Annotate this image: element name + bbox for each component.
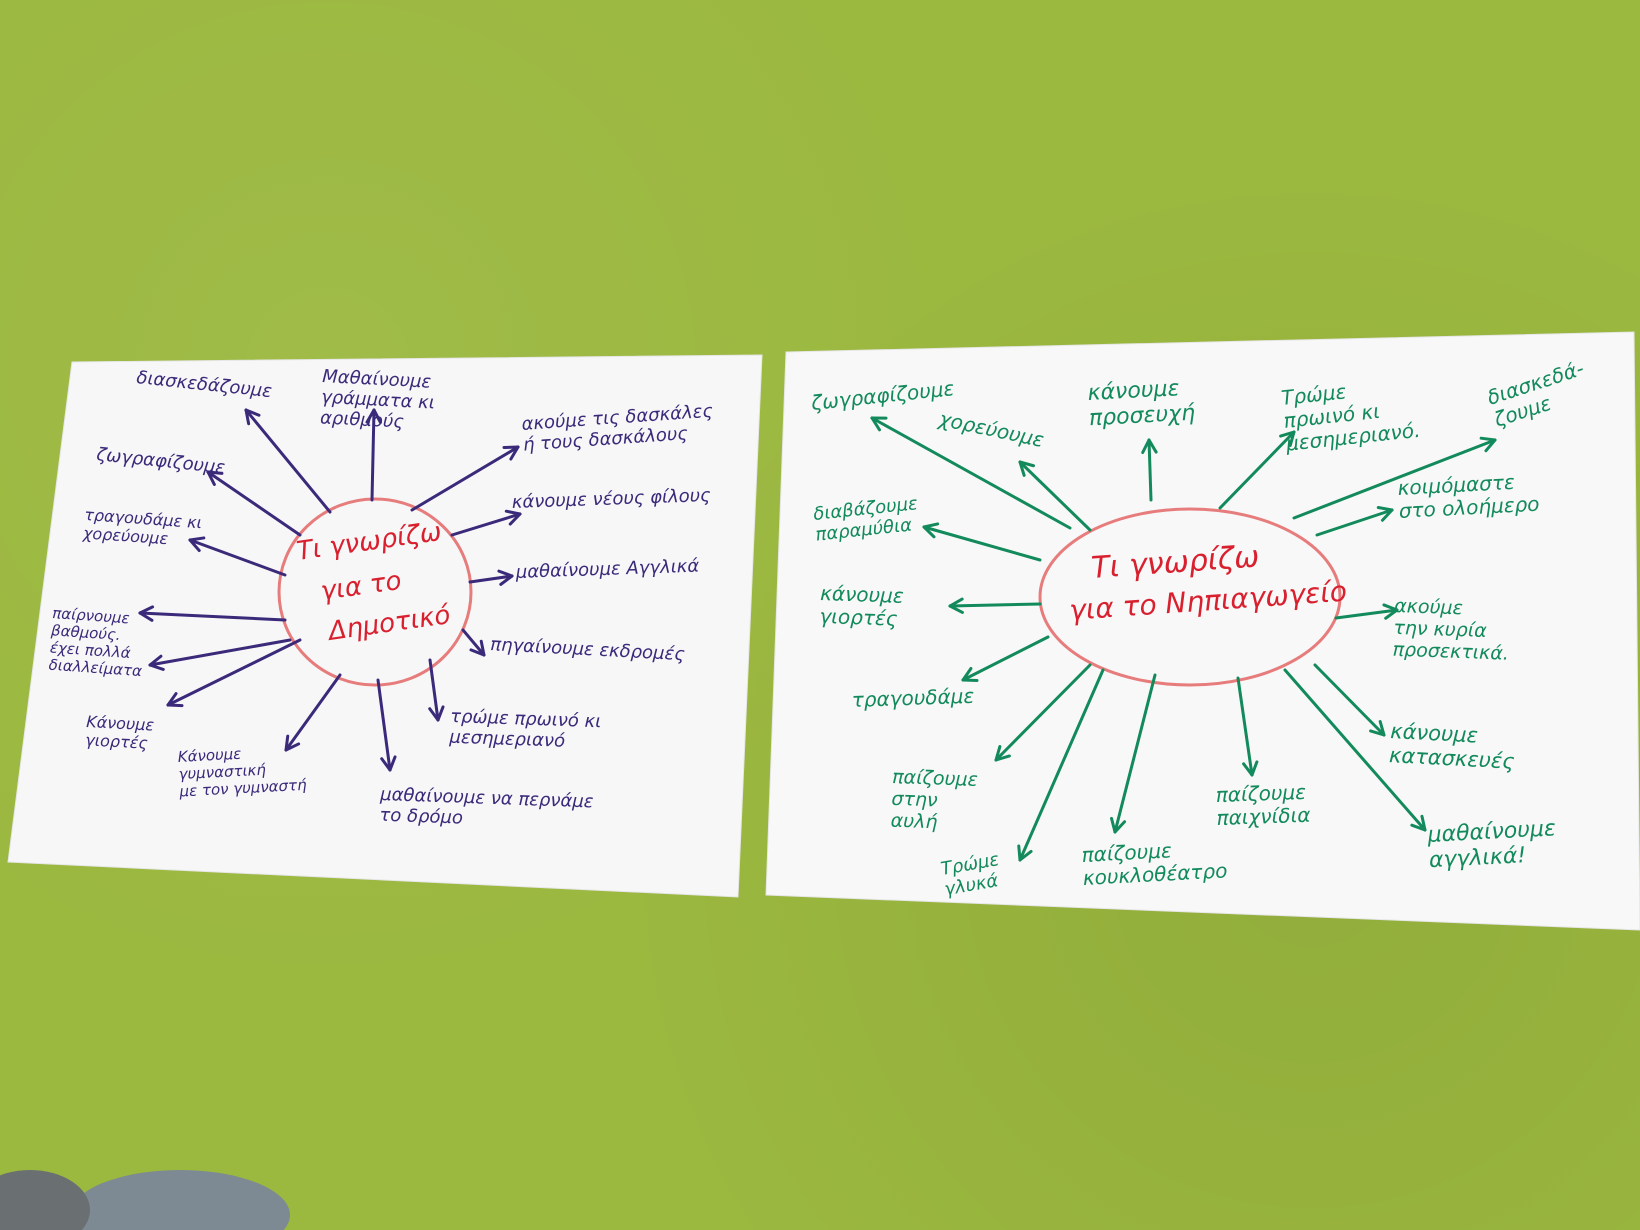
right-arrow-8 bbox=[1334, 603, 1399, 620]
right-item-12: μαθαίνουμεαγγλικά! bbox=[1426, 816, 1558, 873]
left-item-1: Μαθαίνουμεγράμματα κιαριθμούς bbox=[320, 366, 437, 434]
left-item-2: ακούμε τις δασκάλεςή τους δασκάλους bbox=[521, 401, 716, 456]
left-arrow-11 bbox=[166, 638, 302, 708]
left-item-5: τραγουδάμε κιχορεύουμε bbox=[81, 505, 202, 551]
left-arrow-13 bbox=[376, 678, 397, 772]
right-arrow-0 bbox=[870, 416, 1072, 530]
left-arrow-4 bbox=[450, 509, 522, 537]
right-item-2: κάνουμεπροσευχή bbox=[1087, 375, 1196, 431]
right-item-2-line: προσευχή bbox=[1088, 401, 1195, 432]
left-item-10-line: μεσημεριανό bbox=[448, 727, 565, 752]
right-arrow-2 bbox=[1141, 438, 1158, 502]
right-item-9: τραγουδάμε bbox=[851, 684, 974, 712]
left-item-12-line: το δρόμο bbox=[379, 805, 463, 829]
left-arrow-2 bbox=[410, 445, 520, 512]
left-item-9-line: γιορτές bbox=[85, 730, 148, 752]
right-item-9-line: τραγουδάμε bbox=[851, 684, 974, 712]
right-arrow-14 bbox=[1110, 673, 1157, 834]
right-arrow-15 bbox=[1236, 676, 1259, 777]
right-item-11: παίζουμεστηναυλή bbox=[890, 766, 978, 835]
right-item-8-line: την κυρία bbox=[1393, 617, 1488, 642]
left-arrows bbox=[138, 408, 522, 772]
left-arrow-8 bbox=[461, 628, 486, 657]
right-arrow-5 bbox=[922, 522, 1042, 562]
right-arrows bbox=[870, 416, 1497, 862]
right-arrow-3 bbox=[1218, 430, 1296, 510]
left-arrow-0 bbox=[244, 408, 332, 514]
right-item-14-line: παίζουμε bbox=[1081, 838, 1173, 867]
right-arrow-7 bbox=[948, 597, 1042, 614]
right-item-2-line: κάνουμε bbox=[1087, 376, 1180, 406]
right-item-12-line: αγγλικά! bbox=[1428, 843, 1526, 873]
left-item-7-line: έχει πολλά bbox=[49, 638, 131, 662]
right-arrow-9 bbox=[961, 635, 1050, 682]
left-arrow-7 bbox=[138, 605, 287, 622]
left-item-7: παίρνουμεβαθμούς.έχει πολλάδιαλλείματα bbox=[47, 604, 146, 680]
right-item-7-line: κάνουμε bbox=[820, 581, 904, 608]
left-arrow-1 bbox=[365, 408, 382, 502]
right-arrow-11 bbox=[994, 663, 1092, 762]
right-item-11-line: στην bbox=[891, 788, 938, 812]
right-arrow-10 bbox=[1313, 663, 1386, 737]
shoe-shadow bbox=[0, 1170, 90, 1230]
right-item-15-line: παιχνίδια bbox=[1216, 803, 1311, 830]
right-item-8-line: προσεκτικά. bbox=[1392, 639, 1509, 665]
left-arrow-3 bbox=[206, 470, 302, 537]
right-item-11-line: αυλή bbox=[890, 810, 938, 834]
shoe bbox=[70, 1170, 290, 1230]
left-paper bbox=[7, 354, 763, 898]
left-item-10: τρώμε πρωινό κιμεσημεριανό bbox=[448, 706, 602, 753]
left-center-oval bbox=[277, 497, 473, 687]
left-item-1-line: αριθμούς bbox=[320, 407, 405, 432]
right-item-3: Τρώμεπρωινό κιμεσημεριανό. bbox=[1279, 372, 1421, 456]
right-item-15-line: παίζουμε bbox=[1215, 780, 1306, 807]
right-center-oval bbox=[1038, 507, 1342, 687]
right-item-10: κάνουμεκατασκευές bbox=[1388, 719, 1516, 774]
left-arrow-9 bbox=[148, 638, 292, 671]
left-item-11-line: Κάνουμε bbox=[177, 745, 241, 766]
right-item-8-line: ακούμε bbox=[1394, 595, 1463, 619]
left-arrow-5 bbox=[188, 536, 287, 577]
left-arrow-12 bbox=[284, 673, 342, 752]
right-arrow-6 bbox=[1315, 506, 1394, 537]
right-item-10-line: κάνουμε bbox=[1390, 719, 1479, 748]
left-arrow-10 bbox=[428, 658, 445, 722]
left-item-7-line: παίρνουμε bbox=[52, 604, 130, 627]
right-arrow-12 bbox=[1283, 668, 1427, 832]
right-item-11-line: παίζουμε bbox=[892, 766, 978, 791]
right-item-15: παίζουμεπαιχνίδια bbox=[1215, 780, 1311, 830]
right-arrow-4 bbox=[1292, 436, 1497, 520]
right-arrow-13 bbox=[1017, 668, 1105, 862]
left-item-9-line: Κάνουμε bbox=[86, 712, 155, 735]
left-item-11-line: γυμναστική bbox=[178, 761, 267, 784]
left-arrow-6 bbox=[468, 569, 514, 586]
left-item-11: Κάνουμεγυμναστικήμε τον γυμναστή bbox=[176, 741, 307, 800]
right-arrow-1 bbox=[1018, 460, 1092, 532]
right-item-7: κάνουμεγιορτές bbox=[819, 581, 904, 631]
right-item-7-line: γιορτές bbox=[819, 604, 898, 631]
right-item-6: κοιμόμαστεστο ολοήμερο bbox=[1397, 469, 1540, 523]
left-item-7-line: βαθμούς. bbox=[50, 621, 122, 644]
left-item-9: Κάνουμεγιορτές bbox=[85, 712, 155, 753]
right-item-8: ακούμετην κυρίαπροσεκτικά. bbox=[1392, 595, 1510, 665]
right-items: ζωγραφίζουμεχορεύουμεκάνουμεπροσευχήΤρώμ… bbox=[809, 356, 1587, 900]
